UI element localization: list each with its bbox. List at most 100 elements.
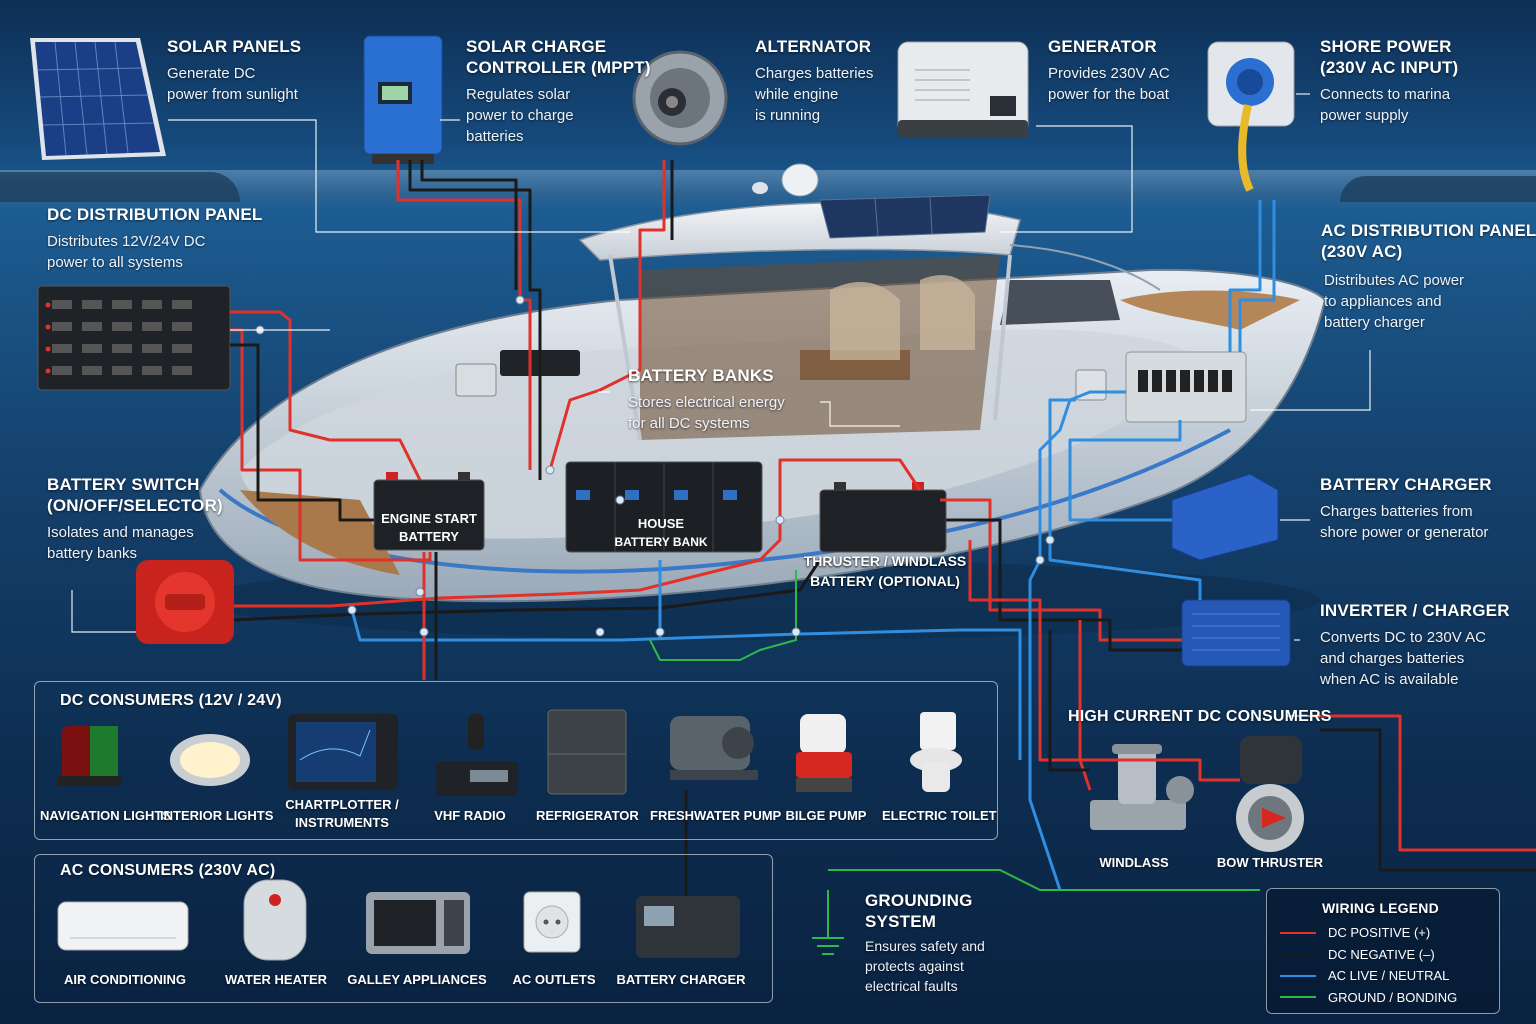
ac-panel-label: AC DISTRIBUTION PANEL (230V AC) Distribu… xyxy=(1321,220,1536,333)
battery-charger-desc-2: shore power or generator xyxy=(1320,524,1489,541)
charge-controller-label: SOLAR CHARGE CONTROLLER (MPPT) Regulates… xyxy=(466,36,651,147)
charge-controller-desc-2: power to charge xyxy=(466,107,574,124)
battery-switch-desc-2: battery banks xyxy=(47,545,138,562)
label-bilge-pump: BILGE PUMP xyxy=(785,808,867,823)
wire-ac-21 xyxy=(1048,398,1202,600)
legend-label-dc-negative: DC NEGATIVE (–) xyxy=(1328,946,1435,962)
wire-dc-positive-7 xyxy=(230,310,422,481)
refrigerator-icon xyxy=(547,709,627,795)
wire-dc-negative-2 xyxy=(420,160,518,290)
interior-light-icon xyxy=(170,734,250,786)
wire-dc-negative-11 xyxy=(946,518,1182,652)
wire-ac-17 xyxy=(1228,200,1262,352)
dc-panel-desc-1: Distributes 12V/24V DC xyxy=(47,233,206,250)
dc-panel-title: DC DISTRIBUTION PANEL xyxy=(47,205,263,224)
engine-start-battery-label-1: ENGINE START xyxy=(381,511,477,526)
wire-dc-negative-9 xyxy=(233,559,822,622)
battery-switch-title-2: (ON/OFF/SELECTOR) xyxy=(47,496,223,515)
engine-start-battery-label: ENGINE START BATTERY xyxy=(374,510,484,546)
generator-desc-2: power for the boat xyxy=(1048,86,1169,103)
charge-controller-desc-3: batteries xyxy=(466,128,524,145)
ground-symbol-icon xyxy=(812,890,844,955)
land-left xyxy=(0,172,240,202)
battery-charger-desc-1: Charges batteries from xyxy=(1320,503,1473,520)
bow-thruster-icon xyxy=(1236,736,1304,852)
bilge-pump-icon xyxy=(796,714,852,792)
wire-ac-20 xyxy=(1068,420,1182,522)
label-chartplotter-1: CHARTPLOTTER / xyxy=(285,797,399,812)
solar-panels-title: SOLAR PANELS xyxy=(167,37,302,56)
chartplotter-icon xyxy=(288,714,398,790)
legend-swatch-ground xyxy=(1280,996,1316,999)
generator-title: GENERATOR xyxy=(1048,37,1157,56)
wire-junction-11 xyxy=(415,587,425,597)
label-ac-battery-charger: BATTERY CHARGER xyxy=(616,972,746,987)
ac-consumers-title: AC CONSUMERS (230V AC) xyxy=(60,862,276,879)
junction-box-icon xyxy=(455,363,497,397)
shore-power-label: SHORE POWER (230V AC INPUT) Connects to … xyxy=(1320,36,1458,126)
ac-consumers-box xyxy=(34,854,773,1003)
label-electric-toilet: ELECTRIC TOILET xyxy=(882,808,997,823)
label-chartplotter-2: INSTRUMENTS xyxy=(295,815,389,830)
wire-dc-negative-16 xyxy=(1048,630,1090,772)
wire-dc-positive-0 xyxy=(396,160,532,470)
charge-controller-icon xyxy=(363,35,443,164)
inverter-charger-desc-3: when AC is available xyxy=(1320,671,1459,688)
label-ac-outlets: AC OUTLETS xyxy=(512,972,596,987)
wire-junction-5 xyxy=(791,627,801,637)
wire-junction-0 xyxy=(515,295,525,305)
grounding-title-2: SYSTEM xyxy=(865,912,937,931)
ac-outlet-icon xyxy=(523,891,581,953)
wire-dc-positive-8 xyxy=(234,458,922,608)
wire-junction-2 xyxy=(419,627,429,637)
wire-dc-negative-1 xyxy=(408,160,542,480)
shore-power-icon xyxy=(1207,41,1295,192)
shore-power-title-2: (230V AC INPUT) xyxy=(1320,58,1459,77)
shore-power-desc-2: power supply xyxy=(1320,107,1409,124)
air-conditioning-icon xyxy=(57,901,189,951)
legend-entry-ground: GROUND / BONDING xyxy=(1280,987,1457,1009)
grounding-title-1: GROUNDING xyxy=(865,891,973,910)
battery-charger-title: BATTERY CHARGER xyxy=(1320,475,1492,494)
wire-dc-negative-6 xyxy=(230,343,374,522)
land-right xyxy=(1340,176,1536,202)
dc-consumers-title: DC CONSUMERS (12V / 24V) xyxy=(60,692,282,709)
label-interior-lights: INTERIOR LIGHTS xyxy=(160,808,274,823)
label-bow-thruster: BOW THRUSTER xyxy=(1216,855,1324,870)
wire-ground-26 xyxy=(828,869,1260,891)
legend-entry-dc-negative: DC NEGATIVE (–) xyxy=(1280,944,1457,966)
charge-controller-title-2: CONTROLLER (MPPT) xyxy=(466,58,651,77)
engine-start-battery-label-2: BATTERY xyxy=(399,529,459,544)
generator-label: GENERATOR Provides 230V AC power for the… xyxy=(1048,36,1170,105)
generator-desc-1: Provides 230V AC xyxy=(1048,65,1170,82)
wire-dc-positive-3 xyxy=(548,160,666,471)
inverter-charger-title: INVERTER / CHARGER xyxy=(1320,601,1510,620)
vhf-radio-icon xyxy=(436,714,518,796)
battery-banks-title: BATTERY BANKS xyxy=(628,366,774,385)
high-current-title: HIGH CURRENT DC CONSUMERS xyxy=(1068,708,1332,725)
solar-panel-icon xyxy=(30,38,166,160)
solar-panels-desc-1: Generate DC xyxy=(167,65,256,82)
wire-ac-19 xyxy=(1028,390,1126,891)
label-water-heater: WATER HEATER xyxy=(224,972,328,987)
battery-banks-desc-2: for all DC systems xyxy=(628,415,750,432)
label-freshwater-pump: FRESHWATER PUMP xyxy=(650,808,782,823)
label-navigation-lights: NAVIGATION LIGHTS xyxy=(40,808,171,823)
wire-junction-1 xyxy=(347,605,357,615)
grounding-desc-1: Ensures safety and xyxy=(865,938,985,954)
wire-dc-positive-12 xyxy=(968,540,1092,791)
battery-banks-label: BATTERY BANKS Stores electrical energy f… xyxy=(628,365,785,434)
electric-toilet-icon xyxy=(910,712,962,792)
horizon xyxy=(0,170,1536,210)
windlass-icon xyxy=(1090,744,1194,830)
engine-start-battery-icon xyxy=(373,472,485,551)
ac-panel-title-1: AC DISTRIBUTION PANEL xyxy=(1321,221,1536,240)
wiring-legend xyxy=(1266,888,1500,1014)
battery-switch-desc-1: Isolates and manages xyxy=(47,524,194,541)
ac-panel-desc-1: Distributes AC power xyxy=(1324,272,1465,289)
legend-label-dc-positive: DC POSITIVE (+) xyxy=(1328,925,1431,941)
water-heater-icon xyxy=(243,879,307,961)
ac-battery-charger-icon xyxy=(636,896,740,958)
legend-title: WIRING LEGEND xyxy=(1322,900,1439,916)
